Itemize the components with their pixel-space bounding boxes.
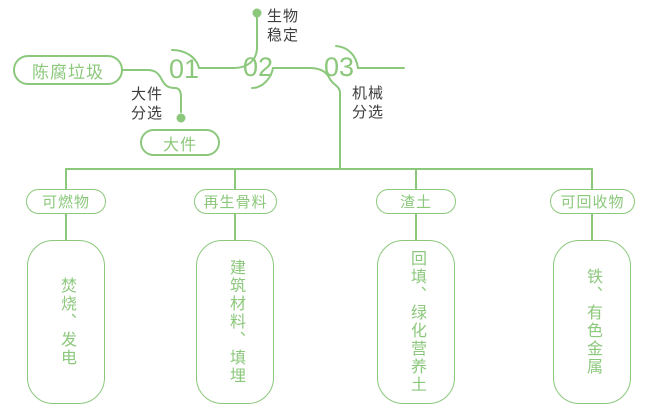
label-bio-stabilization: 生物稳定 [267,8,300,44]
category-pill-slag-soil: 渣土 [376,189,456,214]
result-text-recyclables: 铁、有色金属 [584,268,601,376]
result-box-recycled-aggregate: 建筑材料、填埋 [196,240,274,404]
line-step2-to-step3 [251,67,341,170]
line-step3-tail [335,45,405,69]
bulky-items-pill: 大件 [140,129,220,156]
result-box-combustibles: 焚烧、发电 [27,240,105,404]
result-text-slag-soil: 回填、绿化营养土 [408,250,425,394]
category-pill-recyclables: 可回收物 [550,189,635,214]
line-source-to-step1 [122,69,182,113]
label-bulky-sorting: 大件分选 [131,86,164,122]
result-box-slag-soil: 回填、绿化营养土 [377,240,455,404]
bio-node-dot [252,8,262,18]
source-pill: 陈腐垃圾 [13,55,123,85]
result-box-recyclables: 铁、有色金属 [553,240,631,404]
step-number-03: 03 [323,52,355,82]
branch-stubs [65,168,593,241]
result-text-recycled-aggregate: 建筑材料、填埋 [227,259,244,385]
result-text-combustibles: 焚烧、发电 [58,277,75,367]
category-pill-recycled-aggregate: 再生骨料 [194,189,277,214]
step-number-02: 02 [242,52,274,82]
category-pill-combustibles: 可燃物 [26,189,106,214]
label-mechanical-sorting: 机械分选 [352,85,385,121]
step-number-01: 01 [168,54,200,84]
line-step1-to-step2 [171,16,258,69]
bulky-node-dot [176,113,186,123]
